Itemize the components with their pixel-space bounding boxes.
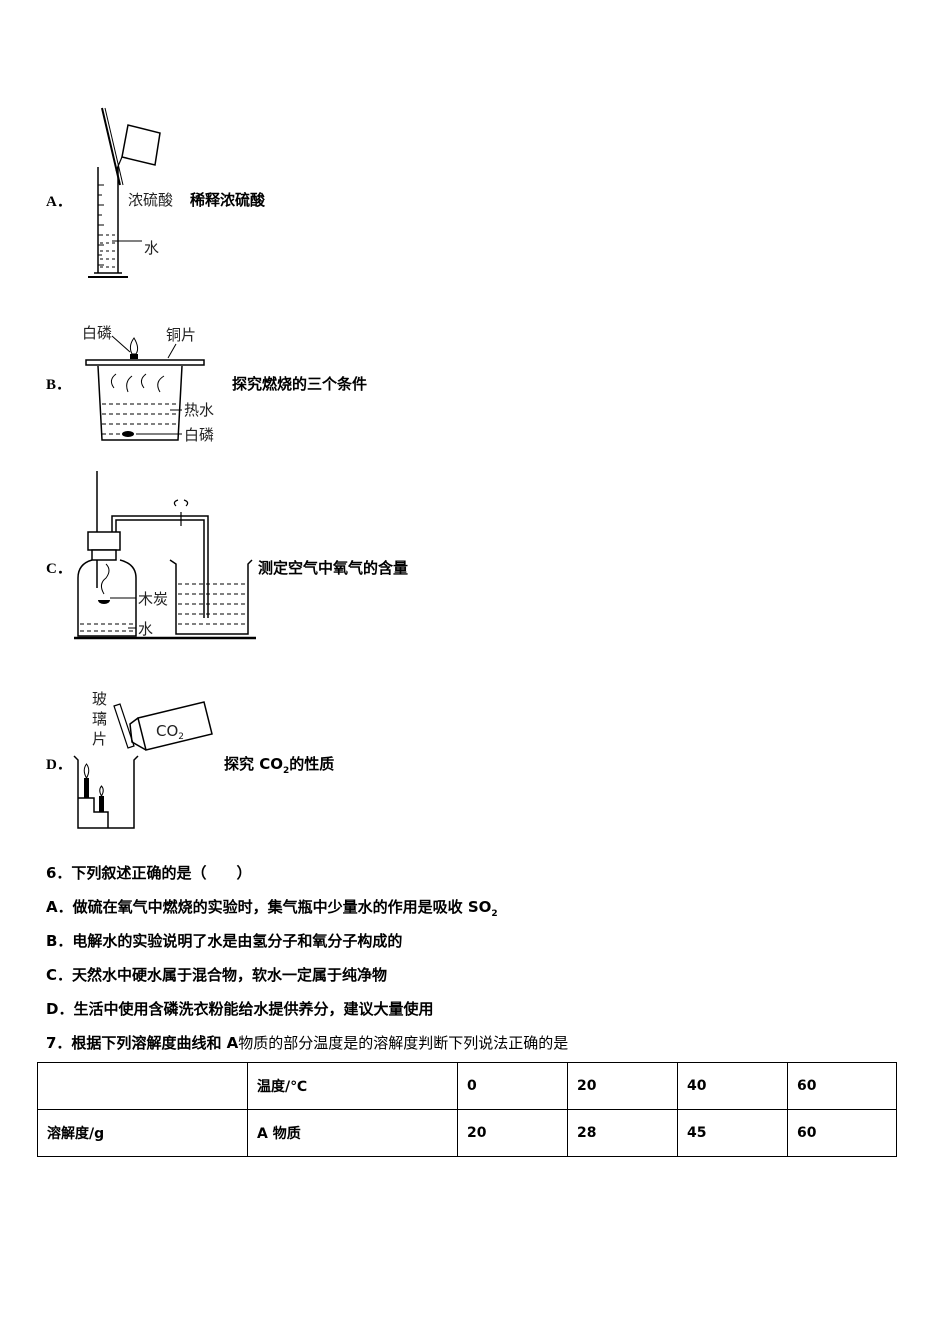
q6-stem: 6．下列叙述正确的是（ ） xyxy=(46,864,252,882)
option-d-caption-sub: 2 xyxy=(282,766,290,776)
solubility-table: 温度/℃ 0 20 40 60 溶解度/g A 物质 20 28 45 60 xyxy=(37,1062,897,1157)
q7-stem: 7．根据下列溶解度曲线和 A物质的部分温度是的溶解度判断下列说法正确的是 xyxy=(46,1032,568,1053)
option-b-label: B． xyxy=(46,377,72,393)
label-glass-1: 玻 xyxy=(92,690,107,708)
q6-choice-c: C．天然水中硬水属于混合物，软水一定属于纯净物 xyxy=(46,966,388,984)
table-cell xyxy=(37,1062,248,1110)
label-hot-water: 热水 xyxy=(184,401,214,419)
option-c-caption: 测定空气中氧气的含量 xyxy=(258,559,409,577)
label-white-phosphorus-bottom: 白磷 xyxy=(184,426,214,444)
label-glass-2: 璃 xyxy=(92,710,107,728)
option-b-diagram: 白磷 铜片 热水 白磷 xyxy=(82,324,214,444)
table-cell: 45 xyxy=(677,1109,788,1157)
q6-choice-d: D．生活中使用含磷洗衣粉能给水提供养分，建议大量使用 xyxy=(46,1000,434,1018)
table-cell: 40 xyxy=(677,1062,788,1110)
label-water: 水 xyxy=(144,239,159,257)
label-co2: CO2 xyxy=(156,722,184,742)
label-water: 水 xyxy=(138,620,153,638)
table-row: 溶解度/g A 物质 20 28 45 60 xyxy=(37,1109,897,1157)
option-b-caption: 探究燃烧的三个条件 xyxy=(232,375,368,393)
table-cell: 28 xyxy=(567,1109,678,1157)
label-acid: 浓硫酸 xyxy=(128,191,173,209)
q6-choice-a-text: A．做硫在氧气中燃烧的实验时，集气瓶中少量水的作用是吸收 SO xyxy=(46,898,492,916)
option-c-diagram: 木炭 水 xyxy=(74,471,256,640)
option-a-diagram: 浓硫酸 水 xyxy=(88,107,173,278)
table-cell: 60 xyxy=(787,1062,897,1110)
table-cell: 温度/℃ xyxy=(247,1062,458,1110)
option-d-caption-post: 的性质 xyxy=(289,755,335,773)
option-c-label: C． xyxy=(46,561,72,577)
table-cell: 溶解度/g xyxy=(37,1109,248,1157)
q6-choice-b: B．电解水的实验说明了水是由氢分子和氧分子构成的 xyxy=(46,932,403,950)
table-cell: 60 xyxy=(787,1109,897,1157)
option-d-caption-pre: 探究 CO xyxy=(224,755,283,773)
q6-choice-a: A．做硫在氧气中燃烧的实验时，集气瓶中少量水的作用是吸收 SO2 xyxy=(46,896,498,919)
q6-choice-a-sub: 2 xyxy=(491,909,498,919)
option-a-label: A． xyxy=(46,194,72,210)
label-copper: 铜片 xyxy=(166,326,196,344)
option-d-caption: 探究 CO2的性质 xyxy=(224,753,334,776)
option-d-label: D． xyxy=(46,757,72,773)
q7-stem-plain: 物质的部分温度是的溶解度判断下列说法正确的是 xyxy=(238,1034,569,1052)
table-cell: 0 xyxy=(457,1062,568,1110)
label-glass-3: 片 xyxy=(92,730,107,748)
table-cell: A 物质 xyxy=(247,1109,458,1157)
label-white-phosphorus-top: 白磷 xyxy=(82,324,112,342)
table-cell: 20 xyxy=(457,1109,568,1157)
table-row: 温度/℃ 0 20 40 60 xyxy=(37,1062,897,1110)
label-charcoal: 木炭 xyxy=(138,590,168,608)
option-a-caption: 稀释浓硫酸 xyxy=(190,191,266,209)
table-cell: 20 xyxy=(567,1062,678,1110)
option-d-diagram: 玻 璃 片 CO2 xyxy=(73,690,213,829)
q7-stem-bold: 7．根据下列溶解度曲线和 A xyxy=(46,1034,239,1052)
